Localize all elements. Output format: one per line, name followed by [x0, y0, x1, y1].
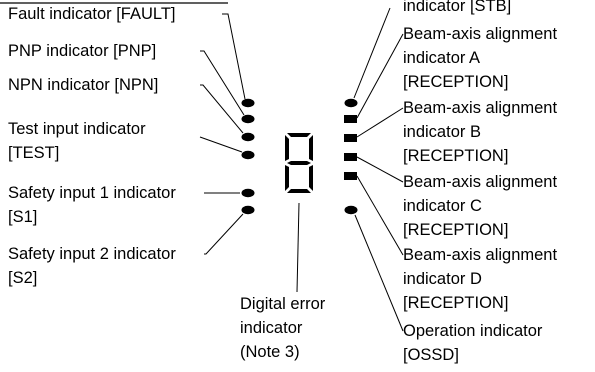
- beam-c-leader: [356, 156, 404, 183]
- ossd-leader: [354, 214, 404, 332]
- s2-label: Safety input 2 indicator [S2]: [8, 245, 176, 287]
- test-indicator: [241, 150, 255, 160]
- beam-a-leader: [356, 33, 404, 119]
- npn-indicator: [241, 132, 255, 142]
- ossd-label: Operation indicator [OSSD]: [403, 322, 543, 364]
- digital-error-display: [285, 133, 313, 193]
- beam-b-leader: [356, 107, 404, 138]
- pnp-indicator: [241, 114, 255, 124]
- test-leader: [199, 136, 243, 153]
- beam-b-indicator: [344, 134, 357, 142]
- stb-leader: [353, 7, 391, 99]
- test-label: Test input indicator [TEST]: [8, 120, 146, 162]
- beam-b-label: Beam-axis alignment indicator B [RECEPTI…: [403, 99, 558, 165]
- ossd-indicator: [344, 205, 358, 215]
- beam-d-leader: [356, 175, 404, 256]
- s2-indicator: [241, 205, 255, 215]
- fault-label: Fault indicator [FAULT]: [8, 5, 176, 23]
- npn-label: NPN indicator [NPN]: [8, 76, 159, 94]
- s1-indicator: [241, 188, 255, 198]
- pnp-label: PNP indicator [PNP]: [8, 42, 157, 60]
- s1-label: Safety input 1 indicator [S1]: [8, 184, 176, 226]
- digital-error-label: Digital error indicator (Note 3): [240, 295, 326, 361]
- beam-c-indicator: [344, 153, 357, 161]
- beam-d-label: Beam-axis alignment indicator D [RECEPTI…: [403, 246, 558, 312]
- s2-leader: [204, 213, 244, 255]
- digital-leader: [296, 202, 300, 293]
- beam-a-indicator: [344, 115, 357, 123]
- npn-leader: [200, 84, 244, 134]
- beam-c-label: Beam-axis alignment indicator C [RECEPTI…: [403, 173, 558, 239]
- beam-d-indicator: [344, 172, 357, 180]
- beam-a-label: Beam-axis alignment indicator A [RECEPTI…: [403, 25, 558, 91]
- pnp-leader: [200, 50, 245, 116]
- fault-indicator: [241, 98, 255, 108]
- stb-label: indicator [STB]: [403, 0, 512, 15]
- stb-indicator: [344, 98, 358, 108]
- fault-leader: [222, 13, 246, 100]
